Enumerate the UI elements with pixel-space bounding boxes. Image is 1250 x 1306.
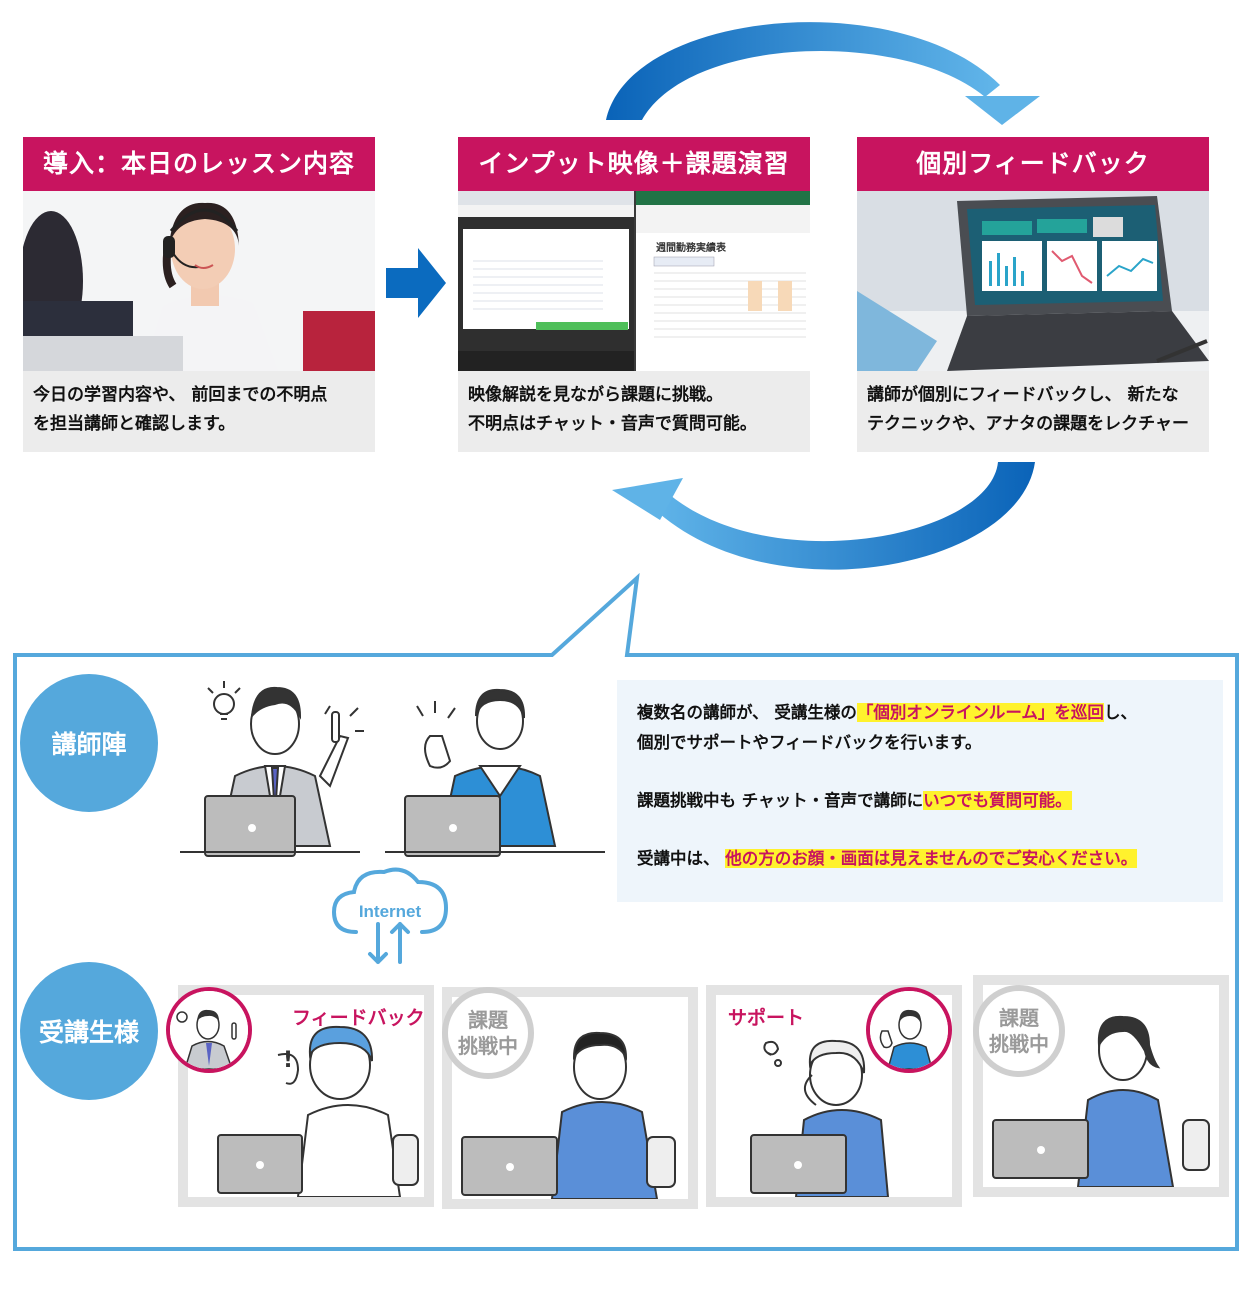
feedback-label: フィードバック <box>292 1007 425 1029</box>
step-card-input: インプット映像＋課題演習 週間勤務実績表 <box>458 137 810 452</box>
challenge-badge: 課題 挑戦中 <box>973 985 1065 1077</box>
students-bubble: 受講生様 <box>20 962 158 1100</box>
info-text: 複数名の講師が、 受講生様の <box>637 703 857 722</box>
student-scene-challenge-1: 課題 挑戦中 <box>442 987 698 1209</box>
info-highlight: 他の方のお顔・画面は見えませんのでご安心ください。 <box>725 849 1138 868</box>
scene-panel: ! <box>188 995 424 1197</box>
step-card-feedback: 個別フィードバック 講師が個別にフィードバックし、 新たな <box>857 137 1209 452</box>
info-panel: 複数名の講師が、 受講生様の「個別オンラインルーム」を巡回し、 個別でサポートや… <box>617 680 1223 902</box>
internet-label: Internet <box>359 902 422 921</box>
student-illustration <box>461 1031 676 1199</box>
bottom-arrow-head <box>612 478 683 520</box>
sheet-title: 週間勤務実績表 <box>656 241 727 254</box>
scene-panel <box>983 985 1219 1187</box>
instructor-avatar-badge <box>166 987 252 1073</box>
info-highlight: いつでも質問可能。 <box>923 791 1072 810</box>
svg-text:!: ! <box>283 1048 293 1073</box>
cycle-arrows <box>386 22 1040 570</box>
student-scene-feedback: ! フィードバック <box>166 985 434 1207</box>
video-and-spreadsheet-screenshot: 週間勤務実績表 <box>458 191 810 371</box>
instructor-headset-photo <box>23 191 375 371</box>
info-highlight: 「個別オンラインルーム」を巡回 <box>856 703 1104 722</box>
step-title: 導入：本日のレッスン内容 <box>23 137 375 191</box>
student-illustration <box>992 1015 1210 1187</box>
info-text: 課題挑戦中も チャット・音声で講師に <box>637 791 924 810</box>
info-text: 受講中は、 <box>637 849 726 868</box>
student-scene-support: サポート <box>706 985 962 1207</box>
internet-cloud-icon: Internet <box>331 867 449 964</box>
instructors-bubble: 講師陣 <box>20 674 158 812</box>
step-card-intro: 導入：本日のレッスン内容 今日の学習内容や、 前回までの不明点 を担当講師と確認… <box>23 137 375 452</box>
info-text: し、 <box>1103 703 1137 722</box>
instructor-avatar-badge <box>866 987 952 1073</box>
info-line-1: 複数名の講師が、 受講生様の「個別オンラインルーム」を巡回し、 <box>637 698 1223 728</box>
instructors-illustration <box>180 681 605 857</box>
student-illustration <box>750 1039 890 1197</box>
support-label: サポート <box>728 1007 805 1029</box>
step-title: 個別フィードバック <box>857 137 1209 191</box>
lightbulb-icon <box>207 681 241 720</box>
student-scene-challenge-2: 課題 挑戦中 <box>973 975 1229 1197</box>
step-desc: 映像解説を見ながら課題に挑戦。 不明点はチャット・音声で質問可能。 <box>458 371 810 452</box>
next-step-arrow <box>386 248 446 318</box>
info-line-2: 個別でサポートやフィードバックを行います。 <box>637 733 982 752</box>
challenge-badge: 課題 挑戦中 <box>442 987 534 1079</box>
step-desc: 今日の学習内容や、 前回までの不明点 を担当講師と確認します。 <box>23 371 375 452</box>
info-line-3: 課題挑戦中も チャット・音声で講師にいつでも質問可能。 <box>637 786 1223 816</box>
top-arrow-head <box>965 96 1040 125</box>
top-cycle-arrow <box>606 22 1000 120</box>
laptop-dashboard-photo <box>857 191 1209 371</box>
student-illustration: ! <box>217 1025 419 1197</box>
bottom-cycle-arrow <box>645 462 1035 570</box>
step-title: インプット映像＋課題演習 <box>458 137 810 191</box>
step-desc: 講師が個別にフィードバックし、 新たな テクニックや、アナタの課題をレクチャー <box>857 371 1209 452</box>
info-line-4: 受講中は、 他の方のお顔・画面は見えませんのでご安心ください。 <box>637 844 1223 874</box>
